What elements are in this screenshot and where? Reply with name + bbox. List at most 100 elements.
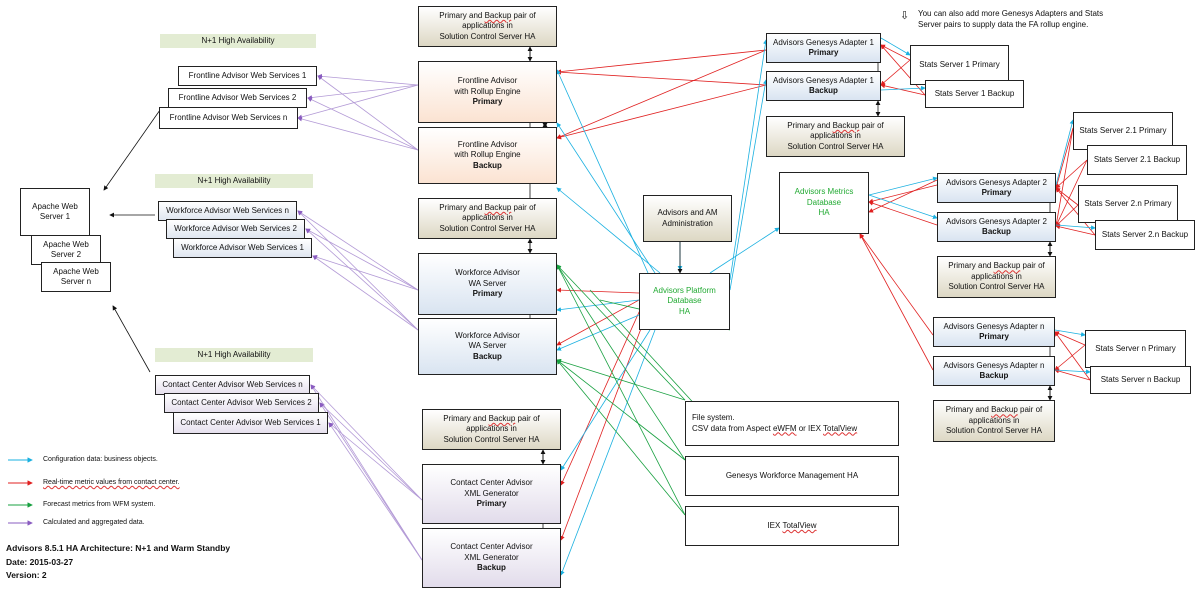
- stats-server-2-1-backup: Stats Server 2.1 Backup: [1087, 145, 1187, 175]
- legend-config: Configuration data: business objects.: [43, 456, 158, 463]
- scaling-note: You can also add more Genesys Adapters a…: [918, 9, 1104, 29]
- purple-connector: [305, 228, 419, 331]
- blue-connector: [709, 227, 780, 274]
- scs-box-contact: Primary and Backup pair of applications …: [422, 409, 561, 450]
- red-connector: [868, 184, 938, 204]
- nplus-label-contact: N+1 High Availability: [155, 348, 313, 362]
- apache-web-server-n: Apache Web Server n: [41, 262, 111, 292]
- frontline-ws-1: Frontline Advisor Web Services 1: [178, 66, 317, 86]
- footer-title: Advisors 8.5.1 HA Architecture: N+1 and …: [6, 543, 231, 553]
- green-connector: [556, 264, 686, 401]
- red-connector: [1054, 127, 1074, 189]
- scs-box-adaptern: Primary and Backup pair of applications …: [933, 400, 1055, 442]
- legend-calculated: Calculated and aggregated data.: [43, 519, 145, 526]
- green-connector: [556, 359, 686, 516]
- contact-ws-n: Contact Center Advisor Web Services n: [155, 375, 310, 395]
- apache-web-server-1: Apache Web Server 1: [20, 188, 90, 236]
- black-connector: [103, 109, 161, 191]
- purple-connector: [297, 116, 419, 151]
- green-connector: [556, 264, 686, 461]
- purple-connector: [307, 84, 419, 100]
- purple-connector: [305, 228, 419, 291]
- footer-date: Date: 2015-03-27: [6, 557, 74, 567]
- red-connector: [868, 201, 938, 226]
- black-connector: [112, 305, 151, 373]
- blue-connector: [880, 37, 911, 56]
- red-connector: [880, 44, 926, 96]
- purple-connector: [317, 75, 419, 151]
- blue-connector: [729, 79, 768, 291]
- blue-connector: [1055, 224, 1096, 231]
- red-connector: [859, 233, 934, 336]
- workforce-ws-1: Workforce Advisor Web Services 1: [173, 238, 312, 258]
- contact-ws-1: Contact Center Advisor Web Services 1: [173, 412, 328, 434]
- red-connector: [880, 44, 911, 61]
- stats-server-2-n-primary: Stats Server 2.n Primary: [1078, 185, 1178, 223]
- purple-connector: [317, 73, 419, 86]
- workforce-ws-n: Workforce Advisor Web Services n: [158, 201, 297, 221]
- scs-box-adapter2: Primary and Backup pair of applications …: [937, 256, 1056, 298]
- purple-connector: [319, 402, 423, 501]
- apache-web-server-2: Apache Web Server 2: [31, 235, 101, 265]
- scs-box-workforce: Primary and Backup pair of applications …: [418, 198, 557, 239]
- purple-connector: [307, 97, 419, 151]
- red-connector: [868, 179, 938, 213]
- red-connector: [560, 317, 646, 541]
- blue-connector: [560, 329, 651, 471]
- green-connector: [589, 289, 701, 411]
- stats-server-2-1-primary: Stats Server 2.1 Primary: [1073, 112, 1173, 150]
- purple-connector: [297, 210, 419, 291]
- red-connector: [556, 299, 640, 346]
- blue-connector: [1055, 119, 1075, 186]
- red-connector: [1055, 159, 1088, 227]
- frontline-ws-2: Frontline Advisor Web Services 2: [168, 88, 307, 108]
- red-connector: [1055, 224, 1096, 236]
- purple-connector: [328, 422, 423, 501]
- stats-server-n-primary: Stats Server n Primary: [1085, 330, 1186, 368]
- blue-connector: [880, 85, 926, 91]
- red-connector: [556, 84, 767, 140]
- red-connector: [556, 287, 640, 294]
- workforce-ws-2: Workforce Advisor Web Services 2: [166, 219, 305, 239]
- legend-realtime: Real-time metric values from contact cen…: [43, 479, 180, 486]
- iex-totalview-box: IEX TotalView: [685, 506, 899, 546]
- red-connector: [880, 59, 911, 86]
- legend-forecast: Forecast metrics from WFM system.: [43, 501, 156, 508]
- red-connector: [859, 233, 934, 371]
- red-connector: [1055, 204, 1079, 227]
- blue-connector: [556, 187, 661, 274]
- scs-box-adapter1: Primary and Backup pair of applications …: [766, 116, 905, 157]
- green-connector: [556, 359, 686, 461]
- purple-connector: [328, 422, 423, 561]
- red-connector: [556, 49, 767, 139]
- green-connector: [556, 358, 686, 401]
- blue-connector: [868, 176, 938, 196]
- green-connector: [556, 264, 686, 516]
- nplus-label-workforce: N+1 High Availability: [155, 174, 313, 188]
- red-connector: [1054, 127, 1074, 227]
- red-connector: [1054, 368, 1091, 381]
- blue-connector: [729, 39, 768, 281]
- file-system-box: File system. CSV data from Aspect eWFM o…: [685, 401, 899, 446]
- blue-connector: [556, 69, 649, 274]
- frontline-ws-n: Frontline Advisor Web Services n: [159, 107, 298, 129]
- purple-connector: [319, 402, 423, 561]
- contact-ws-2: Contact Center Advisor Web Services 2: [164, 393, 319, 413]
- blue-connector: [560, 329, 656, 576]
- blue-connector: [556, 122, 656, 274]
- purple-connector: [312, 254, 419, 291]
- stats-server-1-primary: Stats Server 1 Primary: [910, 45, 1009, 85]
